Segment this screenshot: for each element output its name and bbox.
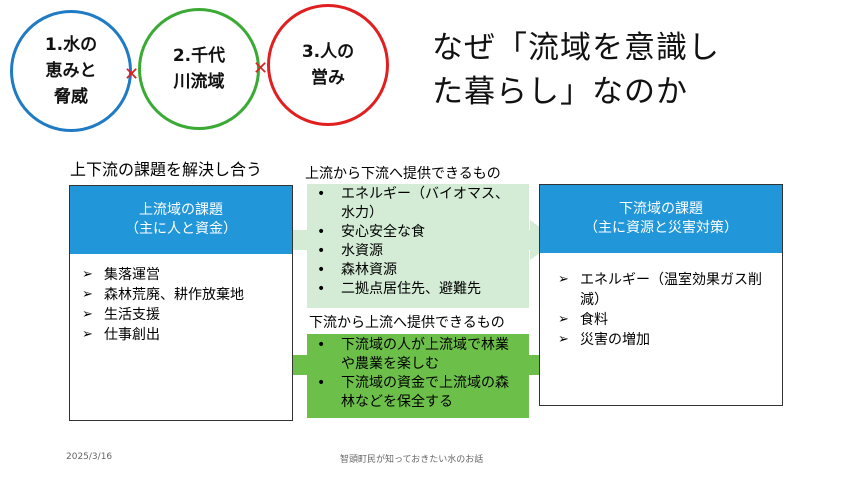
circle-basin-label: 2.千代 川流域 [172,46,226,92]
circle-people-label: 3.人の 営み [301,42,355,88]
list-item: エネルギー（バイオマス、水力） [307,185,513,223]
downstream-subtitle: （主に資源と災害対策） [584,220,738,236]
circle-water: 1.水の 恵みと 脅威 [10,10,132,132]
upstream-title: 上流域の課題 [139,202,223,218]
footer-date: 2025/3/16 [66,452,113,462]
upstream-header: 上流域の課題 （主に人と資金） [70,186,292,254]
down-to-up-label: 下流から上流へ提供できるもの [309,315,505,331]
upstream-list: 集落運営 森林荒廃、耕作放棄地 生活支援 仕事創出 [80,265,285,345]
down-to-up-list: 下流域の人が上流域で林業や農業を楽しむ 下流域の資金で上流域の森林などを保全する [307,336,519,412]
downstream-header: 下流域の課題 （主に資源と災害対策） [540,185,782,253]
list-item: 下流域の資金で上流域の森林などを保全する [307,374,519,412]
section-label: 上下流の課題を解決し合う [70,160,263,179]
page-title: なぜ「流域を意識し た暮らし」なのか [432,30,720,110]
downstream-title: 下流域の課題 [619,201,703,217]
list-item: 食料 [556,310,766,330]
footer-caption: 智頭町民が知っておきたい水のお話 [340,455,484,465]
cross-icon-2: ✕ [253,58,269,79]
upstream-subtitle: （主に人と資金） [125,221,237,237]
downstream-list: エネルギー（温室効果ガス削減） 食料 災害の増加 [556,270,766,350]
list-item: 安心安全な食 [307,223,513,242]
list-item: 森林荒廃、耕作放棄地 [80,285,285,305]
list-item: 下流域の人が上流域で林業や農業を楽しむ [307,336,519,374]
up-to-down-label: 上流から下流へ提供できるもの [305,166,501,182]
circle-water-label: 1.水の 恵みと 脅威 [44,35,98,107]
list-item: 仕事創出 [80,325,285,345]
list-item: 水資源 [307,242,513,261]
list-item: 災害の増加 [556,330,766,350]
list-item: 集落運営 [80,265,285,285]
circle-basin: 2.千代 川流域 [138,8,260,130]
cross-icon-1: ✕ [124,64,140,85]
list-item: 森林資源 [307,261,513,280]
list-item: 生活支援 [80,305,285,325]
circle-people: 3.人の 営み [267,4,389,126]
list-item: エネルギー（温室効果ガス削減） [556,270,766,310]
list-item: 二拠点居住先、避難先 [307,280,513,299]
up-to-down-list: エネルギー（バイオマス、水力） 安心安全な食 水資源 森林資源 二拠点居住先、避… [307,185,513,299]
